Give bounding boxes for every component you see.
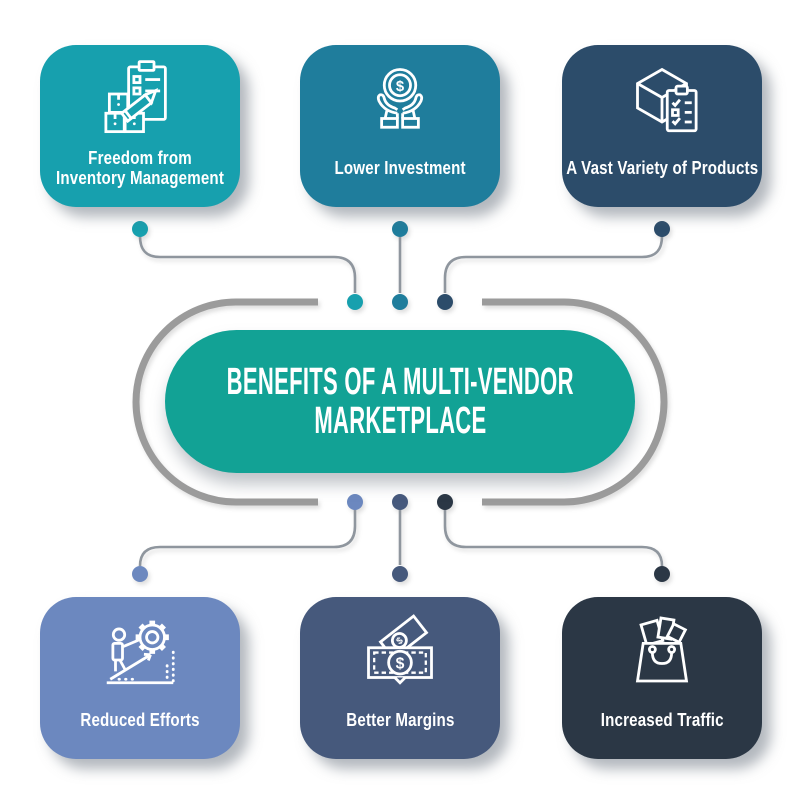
main-title-line-2: MARKETPLACE bbox=[313, 399, 487, 442]
card-label: Freedom from Inventory Management bbox=[10, 143, 270, 193]
card-vast-variety-of-products: A Vast Variety of Products bbox=[562, 45, 762, 207]
card-increased-traffic: Increased Traffic bbox=[562, 597, 762, 759]
card-label: Better Margins bbox=[270, 695, 530, 745]
card-label: Reduced Efforts bbox=[10, 695, 270, 745]
connector-bottom-left bbox=[138, 509, 357, 567]
card-label-text: Freedom from Inventory Management bbox=[55, 148, 225, 188]
main-title-line-1: BENEFITS OF A MULTI-VENDOR bbox=[226, 360, 574, 403]
center-title-pill: BENEFITS OF A MULTI-VENDOR MARKETPLACE bbox=[165, 330, 635, 473]
connector-dot bbox=[437, 494, 453, 510]
ring-left-half bbox=[132, 298, 318, 506]
center-ring bbox=[132, 298, 668, 506]
card-label: Lower Investment bbox=[270, 143, 530, 193]
connector-bottom-right bbox=[443, 509, 664, 567]
product-variety-icon bbox=[562, 59, 762, 143]
connector-dot bbox=[392, 494, 408, 510]
card-label-text: Increased Traffic bbox=[600, 710, 724, 730]
card-freedom-from-inventory-management: Freedom from Inventory Management bbox=[40, 45, 240, 207]
connector-dot bbox=[347, 294, 363, 310]
card-label: A Vast Variety of Products bbox=[532, 143, 792, 193]
card-label-text: Better Margins bbox=[345, 710, 455, 730]
connector-dot bbox=[392, 294, 408, 310]
card-reduced-efforts: Reduced Efforts bbox=[40, 597, 240, 759]
connector-dot bbox=[347, 494, 363, 510]
connector-dots bbox=[132, 221, 670, 582]
right-hand bbox=[401, 93, 424, 129]
connector-dot bbox=[437, 294, 453, 310]
inventory-management-icon bbox=[40, 59, 240, 143]
svg-text:$: $ bbox=[394, 635, 406, 647]
svg-text:$: $ bbox=[396, 79, 405, 95]
card-label-text: Reduced Efforts bbox=[80, 710, 200, 730]
left-hand bbox=[376, 93, 399, 129]
increased-traffic-icon bbox=[562, 611, 762, 695]
connector-dot bbox=[654, 566, 670, 582]
card-better-margins: $ $ Better Margins bbox=[300, 597, 500, 759]
connector-dot bbox=[392, 221, 408, 237]
reduced-efforts-icon bbox=[40, 611, 240, 695]
better-margins-icon: $ $ bbox=[300, 611, 500, 695]
connector-top-left bbox=[138, 235, 357, 293]
card-label-text: A Vast Variety of Products bbox=[565, 158, 759, 178]
svg-text:$: $ bbox=[396, 655, 405, 672]
card-lower-investment: $ Lower Investment bbox=[300, 45, 500, 207]
connector-curves bbox=[138, 235, 664, 567]
connector-dot bbox=[392, 566, 408, 582]
connector-dot bbox=[654, 221, 670, 237]
connector-dot bbox=[132, 221, 148, 237]
ring-right-half bbox=[482, 298, 668, 506]
connector-dot bbox=[132, 566, 148, 582]
card-label-text: Lower Investment bbox=[334, 158, 466, 178]
lower-investment-icon: $ bbox=[300, 59, 500, 143]
card-label: Increased Traffic bbox=[532, 695, 792, 745]
connector-top-right bbox=[443, 235, 664, 293]
